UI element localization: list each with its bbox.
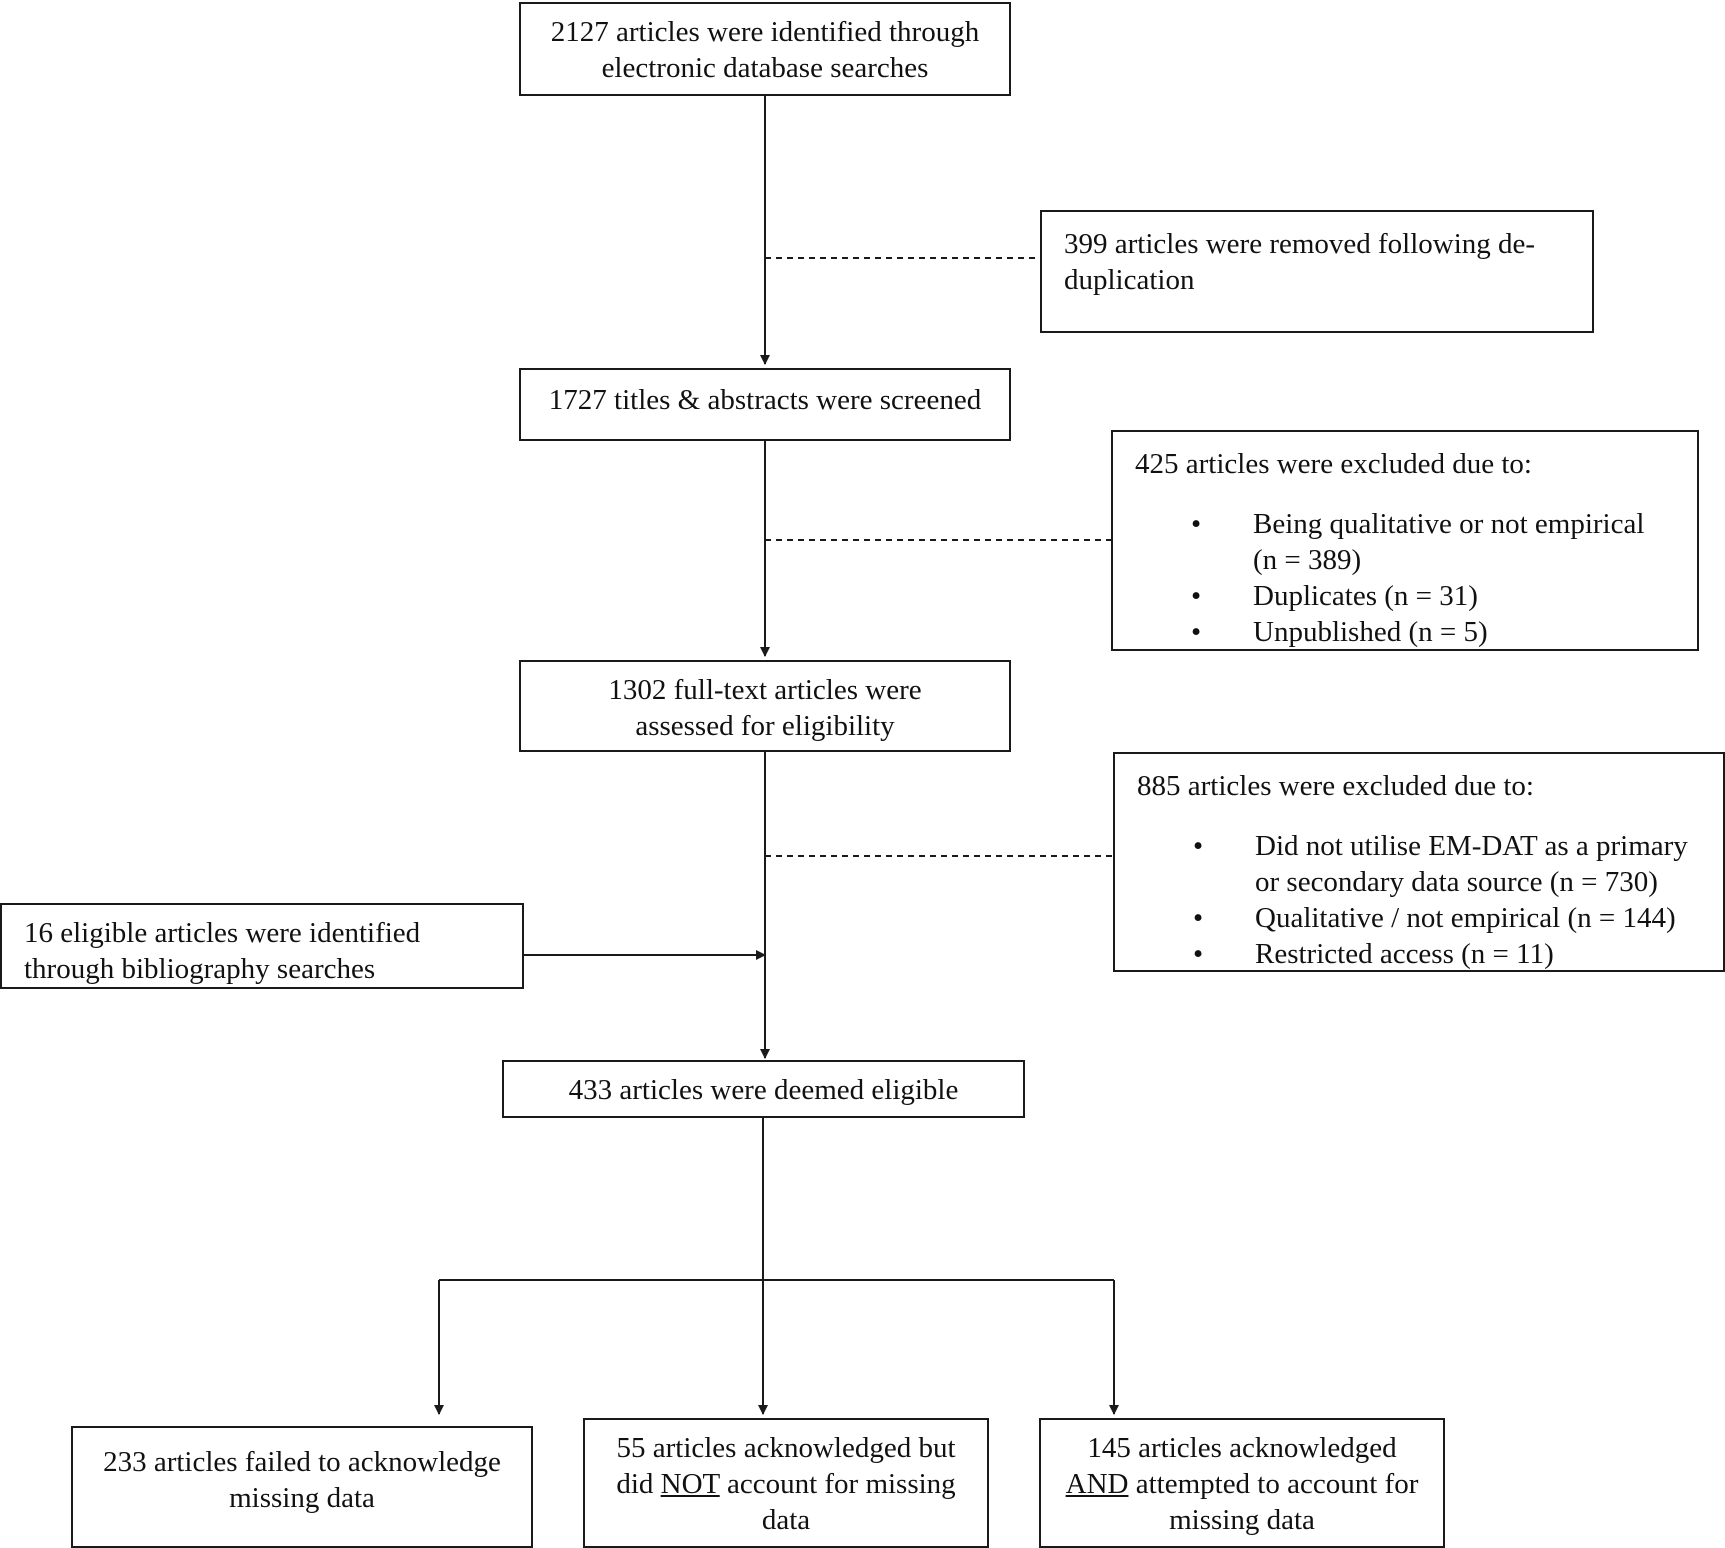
screen-exclusion-list: • Being qualitative or not empirical (n …	[1135, 506, 1657, 650]
fulltext-exclusion-list: • Did not utilise EM-DAT as a primary or…	[1137, 828, 1699, 972]
failed-text: 233 articles failed to acknowledge missi…	[103, 1446, 501, 1514]
screened-box: 1727 titles & abstracts were screened	[519, 368, 1011, 441]
deduplication-text: 399 articles were removed following de-d…	[1064, 228, 1536, 296]
bullet-icon: •	[1193, 938, 1204, 970]
bullet-icon: •	[1191, 508, 1202, 540]
eligible-text: 433 articles were deemed eligible	[568, 1074, 959, 1106]
fulltext-exclusion-reason: • Restricted access (n = 11)	[1193, 938, 1554, 970]
screened-text: 1727 titles & abstracts were screened	[548, 384, 982, 416]
bullet-icon: •	[1193, 830, 1204, 862]
identified-box: 2127 articles were identified through el…	[519, 2, 1011, 96]
fulltext-box: 1302 full-text articles were assessed fo…	[519, 660, 1011, 752]
fulltext-text: 1302 full-text articles were assessed fo…	[608, 674, 922, 742]
screen-exclusion-reason: • Duplicates (n = 31)	[1191, 580, 1478, 612]
eligible-box: 433 articles were deemed eligible	[502, 1060, 1025, 1118]
bibliography-text: 16 eligible articles were identified thr…	[24, 917, 421, 985]
screen-exclusion-heading: 425 articles were excluded due to:	[1135, 448, 1532, 480]
not-accounted-box: 55 articles acknowledged but did NOT acc…	[583, 1418, 989, 1548]
and-emphasis: AND	[1065, 1468, 1129, 1500]
screen-exclusion-reason: • Unpublished (n = 5)	[1191, 616, 1488, 648]
attempted-box: 145 articles acknowledged AND attempted …	[1039, 1418, 1445, 1548]
bullet-icon: •	[1191, 616, 1202, 648]
bibliography-box: 16 eligible articles were identified thr…	[0, 903, 524, 989]
bullet-icon: •	[1193, 902, 1204, 934]
screen-exclusion-box: 425 articles were excluded due to: • Bei…	[1111, 430, 1699, 651]
attempted-line1: 145 articles acknowledged	[1087, 1432, 1397, 1464]
not-accounted-line1: 55 articles acknowledged but	[616, 1432, 956, 1464]
fulltext-exclusion-reason: • Did not utilise EM-DAT as a primary or…	[1193, 830, 1688, 898]
failed-box: 233 articles failed to acknowledge missi…	[71, 1426, 533, 1548]
fulltext-exclusion-heading: 885 articles were excluded due to:	[1137, 770, 1534, 802]
screen-exclusion-reason: • Being qualitative or not empirical (n …	[1191, 508, 1645, 576]
fulltext-exclusion-box: 885 articles were excluded due to: • Did…	[1113, 752, 1725, 972]
fulltext-exclusion-reason: • Qualitative / not empirical (n = 144)	[1193, 902, 1676, 934]
deduplication-box: 399 articles were removed following de-d…	[1040, 210, 1594, 333]
not-emphasis: NOT	[660, 1468, 720, 1500]
bullet-icon: •	[1191, 580, 1202, 612]
identified-text: 2127 articles were identified through el…	[550, 16, 980, 84]
